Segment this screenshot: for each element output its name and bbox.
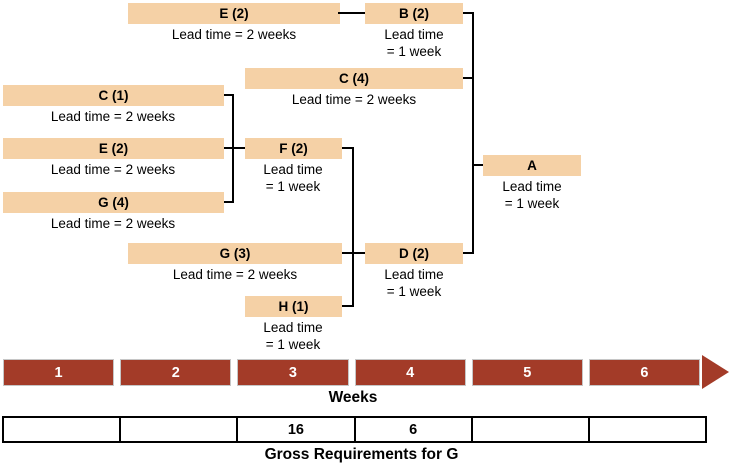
connector-g4-to-bracket [224,201,234,203]
bar-a: A [483,155,581,176]
week-segment-1: 1 [3,359,115,386]
lead-time-e-mid: Lead time = 2 weeks [50,162,176,177]
bar-g3: G (3) [128,243,342,264]
bar-b: B (2) [365,3,463,24]
week-segment-4: 4 [354,359,466,386]
bar-h-label: H (1) [278,299,309,314]
bar-e-top-label: E (2) [219,6,249,21]
bar-d-label: D (2) [399,246,429,261]
lead-time-c1: Lead time = 2 weeks [50,109,176,124]
lead-time-g4: Lead time = 2 weeks [50,216,176,231]
lead-time-e-top: Lead time = 2 weeks [171,27,297,42]
lead-time-g3: Lead time = 2 weeks [172,267,298,282]
week-segment-3: 3 [237,359,349,386]
bar-e-mid: E (2) [3,138,224,159]
week-segment-5: 5 [471,359,583,386]
connector-b-to-spine [463,12,474,14]
connector-f-stem [352,147,354,307]
gross-req-cell-week1 [4,418,122,441]
connector-etop-to-b [338,12,365,14]
connector-c1-to-bracket [224,94,234,96]
bar-c4: C (4) [245,68,463,89]
connector-d-to-spine [463,252,472,254]
lead-time-c4: Lead time = 2 weeks [291,92,417,107]
bar-d: D (2) [365,243,463,264]
bar-e-top: E (2) [128,3,340,24]
bar-a-label: A [527,158,537,173]
bar-f-label: F (2) [279,141,308,156]
weeks-timeline: 1 2 3 4 5 6 [3,359,701,386]
connector-c4-to-spine [463,77,472,79]
gross-requirements-caption: Gross Requirements for G [264,446,459,463]
gross-req-cell-week4: 6 [356,418,473,441]
bar-c4-label: C (4) [339,71,369,86]
connector-spine-to-a [472,164,483,166]
connector-f-to-stem [342,147,354,149]
connector-emid-to-f [224,147,245,149]
bar-g3-label: G (3) [219,246,251,261]
bar-e-mid-label: E (2) [98,141,129,156]
bar-h: H (1) [245,296,342,317]
lead-time-h: Lead time = 1 week [263,320,323,352]
lead-time-d: Lead time = 1 week [384,267,444,299]
lead-time-a: Lead time = 1 week [502,179,562,211]
bar-f: F (2) [245,138,342,159]
connector-g3-to-d [342,252,365,254]
bar-c1-label: C (1) [98,88,129,103]
connector-main-spine [472,12,474,254]
gross-req-cell-week6 [590,418,705,441]
bar-g4: G (4) [3,192,224,213]
weeks-axis-label: Weeks [328,389,378,406]
week-segment-2: 2 [120,359,232,386]
bar-c1: C (1) [3,85,224,106]
gross-req-cell-week3: 16 [238,418,356,441]
timeline-arrow-icon [702,355,729,389]
gross-req-cell-week2 [121,418,239,441]
week-segment-6: 6 [588,359,701,386]
lead-time-f: Lead time = 1 week [263,162,323,194]
lead-time-b: Lead time = 1 week [384,27,444,59]
gross-requirements-table: 16 6 [2,416,707,443]
gross-req-cell-week5 [473,418,590,441]
bar-b-label: B (2) [399,6,429,21]
connector-h-to-stem [342,305,354,307]
bar-g4-label: G (4) [98,195,129,210]
